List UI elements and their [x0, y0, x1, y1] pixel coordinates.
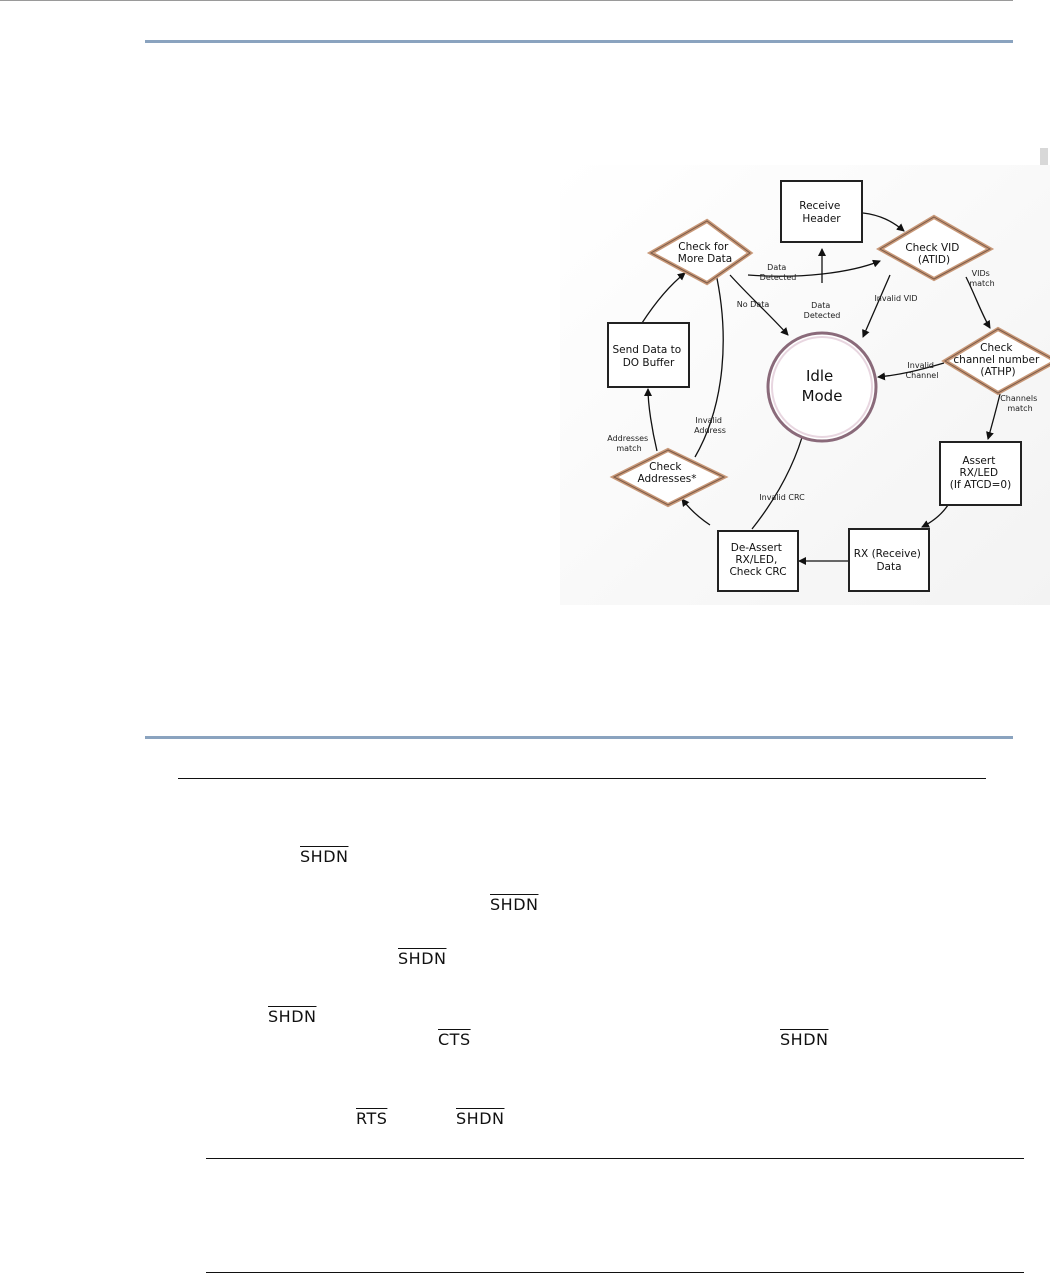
label-data-detected-top: Data Detected — [804, 301, 841, 320]
svg-text:Check for More Data: Check for More Data — [678, 241, 732, 265]
signal-shdn: SHDN — [268, 1007, 317, 1026]
page-top-rule — [0, 0, 1013, 1]
label-invalid-channel: Invalid Channel — [906, 361, 939, 380]
label-invalid-crc: Invalid CRC — [759, 493, 805, 502]
idle-mode-node — [766, 331, 878, 443]
receive-header-node — [780, 180, 863, 243]
edge-assert-to-rx-data — [921, 504, 949, 528]
svg-text:RX (Receive) Data: RX (Receive) Data — [854, 548, 924, 573]
signal-shdn: SHDN — [456, 1109, 505, 1128]
label-invalid-vid: Invalid VID — [874, 294, 917, 303]
receive-flow-diagram: Idle Mode Receive Header Send Data to DO… — [560, 165, 1050, 605]
svg-text:Send Data to DO Buffer: Send Data to DO Buffer — [612, 344, 684, 369]
svg-text:Idle Mode: Idle Mode — [802, 367, 843, 405]
svg-text:Receive Header: Receive Header — [799, 200, 843, 225]
edge-check-channel-to-idle — [877, 362, 945, 381]
signal-cts: CTS — [438, 1030, 471, 1049]
section-rule-top — [145, 40, 1013, 43]
label-invalid-address: Invalid Address — [694, 416, 726, 435]
label-addresses-match: Addresses match — [607, 434, 651, 453]
edge-check-addresses-to-send-data — [644, 388, 658, 452]
signal-shdn: SHDN — [300, 847, 349, 866]
signal-rts: RTS — [356, 1109, 388, 1128]
svg-text:Check Addresses*: Check Addresses* — [638, 461, 697, 485]
edge-deassert-to-idle — [751, 426, 808, 530]
label-channels-match: Channels match — [1000, 394, 1040, 413]
edge-check-vid-to-check-channel — [965, 276, 991, 329]
assert-rx-node — [939, 441, 1022, 506]
idle-label-line1: Idle — [806, 367, 833, 385]
edge-send-data-to-check-more — [641, 272, 686, 324]
note-rule-top — [206, 1158, 1024, 1159]
edge-check-vid-to-idle — [862, 274, 891, 338]
send-data-node — [607, 322, 690, 388]
edge-check-addresses-to-check-more — [694, 268, 724, 458]
idle-label-line2: Mode — [802, 387, 843, 405]
label-no-data: No Data — [737, 300, 770, 309]
signal-shdn: SHDN — [398, 949, 447, 968]
label-data-detected-left: Data Detected — [760, 263, 797, 282]
label-vids-match: VIDs match — [969, 269, 994, 288]
signal-shdn: SHDN — [490, 895, 539, 914]
svg-text:Check VID (ATID): Check VID (ATID) — [905, 242, 962, 266]
deassert-node — [717, 530, 799, 592]
svg-text:Assert RX/LED (If ATCD: Assert RX/LED (If ATCD=0) — [950, 455, 1011, 491]
note-rule-bottom — [206, 1272, 1024, 1273]
table-rule-top — [178, 778, 986, 779]
edge-deassert-to-check-addresses — [681, 498, 711, 526]
svg-text:De-Assert RX/LED, Chec: De-Assert RX/LED, Check CRC — [729, 542, 786, 578]
edge-check-more-to-idle — [729, 274, 789, 336]
edge-receive-header-to-check-vid — [862, 212, 905, 232]
section-rule-bottom — [145, 736, 1013, 739]
signal-shdn: SHDN — [780, 1030, 829, 1049]
rx-data-node — [848, 528, 930, 592]
svg-text:Check channel number (: Check channel number (ATHP) — [953, 342, 1042, 378]
edge-check-channel-to-assert — [986, 393, 1001, 440]
edge-check-more-to-check-vid — [747, 259, 881, 277]
